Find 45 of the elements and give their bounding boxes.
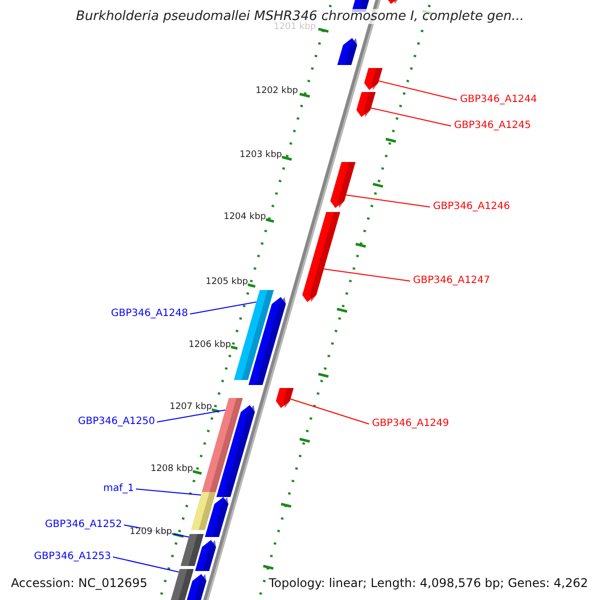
title: Burkholderia pseudomallei MSHR346 chromosome I, complete gen...	[74, 10, 526, 23]
gene-label: GBP346_A1246	[433, 202, 510, 212]
gene-feature	[185, 574, 206, 600]
gene-feature	[330, 162, 356, 208]
tick-label: 1208 kbp	[150, 465, 193, 474]
gene-label: GBP346_A1245	[454, 121, 532, 131]
gene-feature	[352, 0, 370, 12]
tick-label: 1209 kbp	[130, 528, 172, 537]
tick-label: 1206 kbp	[188, 341, 231, 350]
tick-label: 1205 kbp	[206, 278, 248, 287]
summary-text: Topology: linear; Length: 4,098,576 bp; Genes: 4,262	[266, 576, 590, 590]
gene-feature-bar	[180, 534, 204, 566]
leader-line	[156, 410, 226, 422]
gene-feature	[337, 38, 358, 65]
tick-label: 1207 kbp	[170, 403, 212, 412]
gene-label: GBP346_A1247	[413, 276, 490, 286]
gene-feature	[356, 92, 376, 117]
leader-line	[370, 108, 452, 126]
gene-label: GBP346_A1253	[34, 552, 111, 562]
gene-label: maf_1	[103, 484, 134, 494]
gene-label: GBP346_A1248	[110, 309, 188, 319]
gene-feature	[276, 388, 294, 408]
leader-line	[290, 398, 370, 424]
gene-feature	[204, 497, 228, 537]
gene-feature	[195, 540, 216, 571]
leader-line	[378, 80, 458, 100]
gene-feature	[216, 405, 255, 497]
accession-text: Accession: NC_012695	[9, 576, 150, 590]
gene-label: GBP346_A1250	[78, 417, 155, 427]
tick-label: 1204 kbp	[224, 213, 266, 222]
tick-label: 1203 kbp	[240, 151, 282, 160]
gene-label: GBP346_A1244	[460, 95, 538, 105]
gene-feature-bar	[169, 569, 194, 600]
gene-feature	[302, 212, 340, 302]
gene-label: GBP346_A1249	[372, 419, 450, 429]
gene-feature	[248, 297, 286, 385]
leader-line	[323, 268, 410, 282]
gene-feature-bar	[190, 492, 216, 530]
tick-label: 1202 kbp	[256, 87, 298, 96]
gene-feature-bar	[234, 290, 274, 380]
leader-line	[190, 302, 257, 314]
gene-feature	[364, 68, 382, 90]
leader-line	[136, 488, 202, 496]
gene-label: GBP346_A1252	[44, 520, 122, 530]
leader-line	[346, 194, 430, 208]
